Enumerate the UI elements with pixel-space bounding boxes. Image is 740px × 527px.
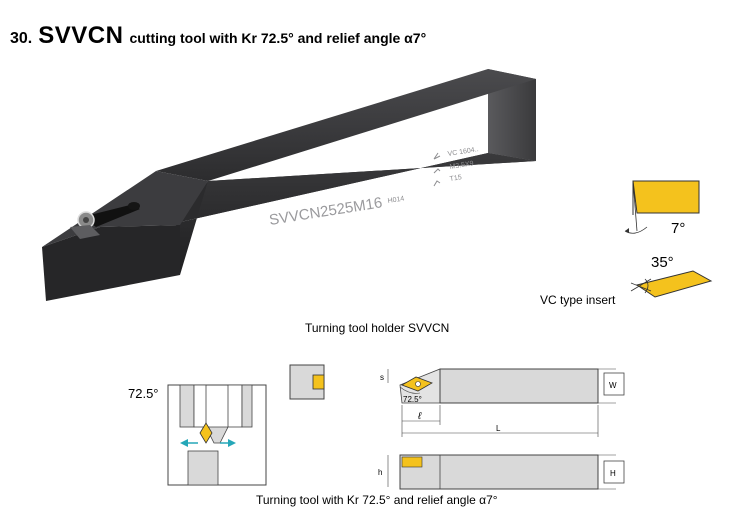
technical-drawing: 72.5° s 72.5° W ℓ: [128, 364, 625, 490]
approach-angle-view: 72.5°: [128, 384, 267, 486]
insert-side-view: [401, 456, 423, 468]
side-view: h H: [378, 454, 625, 490]
dim-w-label: W: [609, 381, 617, 390]
engraved-subcode: H014: [387, 195, 405, 205]
insert-diagram: 7° 35°: [624, 180, 713, 298]
engraved-code: SVVCN2525M16: [268, 194, 383, 229]
kr-angle-small-label: 72.5°: [403, 395, 422, 404]
insert-caption: VC type insert: [540, 293, 616, 307]
nose-angle-label: 35°: [651, 254, 674, 271]
engraved-spec-3: T15: [449, 174, 462, 183]
title-description: cutting tool with Kr 72.5° and relief an…: [129, 30, 427, 46]
tool-holder-photo: SVVCN2525M16 H014 VC 1604.. M3.5X9 T15: [42, 69, 536, 301]
end-view: [289, 364, 325, 400]
dim-L-label: L: [496, 424, 501, 433]
tool-code: SVVCN: [38, 22, 124, 49]
dim-h-label: h: [378, 468, 382, 477]
section-number: 30.: [10, 30, 33, 47]
drawing-caption: Turning tool with Kr 72.5° and relief an…: [256, 493, 498, 507]
page-title: 30. SVVCN cutting tool with Kr 72.5° and r…: [10, 22, 426, 50]
dim-H-label: H: [610, 469, 616, 478]
dim-l-small-label: ℓ: [417, 411, 422, 422]
engraved-symbols: [433, 152, 441, 187]
engraved-spec-1: VC 1604..: [447, 146, 479, 158]
photo-caption: Turning tool holder SVVCN: [305, 321, 450, 335]
dim-s-label: s: [380, 373, 384, 382]
insert-in-holder: [199, 422, 213, 444]
top-view: s 72.5° W ℓ L: [380, 368, 625, 437]
vc-insert-shape: [635, 270, 713, 298]
relief-angle-label: 7°: [671, 220, 685, 237]
engraved-spec-2: M3.5X9: [449, 160, 474, 171]
kr-angle-label: 72.5°: [128, 386, 159, 401]
